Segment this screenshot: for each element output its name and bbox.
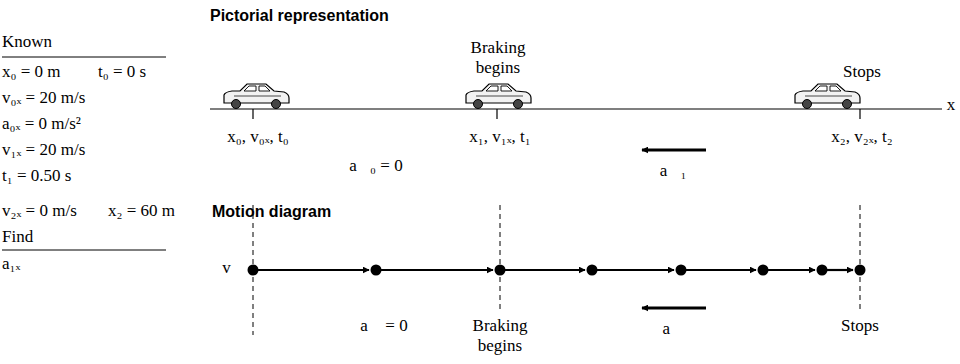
- acceleration-arrow: [642, 307, 706, 310]
- section-heading: Motion diagram: [212, 203, 331, 221]
- acceleration-label: a⃗: [663, 319, 684, 339]
- section-heading: Pictorial representation: [210, 7, 389, 25]
- acceleration-arrow: [642, 149, 706, 152]
- known-value: v₂ₓ = 0 m/s: [2, 201, 77, 221]
- rule: [2, 250, 166, 251]
- event-label: Braking begins: [464, 316, 536, 355]
- guide-line: [860, 205, 861, 312]
- known-value: x₀ = 0 m: [2, 62, 61, 82]
- event-label: Stops: [841, 316, 879, 336]
- known-value: t₀ = 0 s: [98, 62, 146, 82]
- known-value: v₁ₓ = 20 m/s: [2, 140, 85, 160]
- known-value: a₀ₓ = 0 m/s²: [2, 114, 81, 134]
- table-heading: Known: [2, 32, 52, 52]
- event-label: Stops: [843, 62, 881, 82]
- tick: [252, 109, 253, 119]
- car: [466, 84, 531, 109]
- acceleration-label: a⃗₀ = 0: [349, 156, 402, 176]
- car: [224, 84, 289, 109]
- tick: [859, 109, 860, 119]
- guide-line: [500, 205, 501, 312]
- acceleration-label: a⃗₁: [660, 161, 687, 181]
- known-value: t₁ = 0.50 s: [2, 166, 71, 186]
- known-value: v₀ₓ = 20 m/s: [2, 88, 85, 108]
- x-axis: [210, 108, 942, 109]
- car: [795, 84, 860, 109]
- rule: [2, 57, 166, 58]
- known-value: x₂ = 60 m: [108, 201, 175, 221]
- position-label: x₀, v₀ₓ, t₀: [227, 127, 288, 147]
- tick: [496, 109, 497, 119]
- axis-label: x: [947, 95, 956, 115]
- position-label: x₂, v₂ₓ, t₂: [831, 127, 892, 147]
- vector-label: v⃗: [222, 258, 244, 278]
- position-label: x₁, v₁ₓ, t₁: [469, 127, 530, 147]
- find-value: a₁ₓ: [2, 254, 20, 274]
- position-dots: [248, 265, 866, 276]
- event-label: Braking begins: [462, 38, 534, 77]
- table-heading: Find: [2, 227, 33, 247]
- acceleration-label: a⃗ = 0: [360, 316, 407, 336]
